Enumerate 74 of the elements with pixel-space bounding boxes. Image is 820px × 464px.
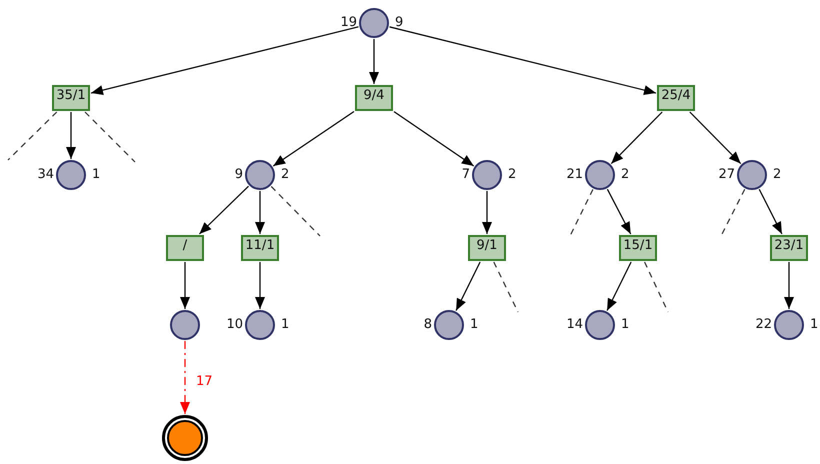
state-circle (434, 310, 464, 340)
fraction-box (355, 85, 393, 111)
side-number: 34 (37, 167, 54, 183)
arrow (255, 191, 265, 234)
arrow (394, 111, 474, 166)
side-number: 2 (773, 167, 782, 183)
arrow (610, 112, 663, 164)
dashed-branch-line (8, 112, 58, 160)
side-number: 14 (566, 317, 583, 333)
fraction-text: 9/1 (476, 237, 498, 255)
state-circle (56, 160, 86, 190)
side-number: 10 (226, 317, 243, 333)
state-circle (359, 8, 389, 38)
fraction-text: 25/4 (660, 87, 692, 105)
dashed-branch-line (493, 262, 519, 312)
dashed-branch-line (720, 189, 746, 236)
side-number: 2 (508, 167, 516, 183)
state-circle (245, 310, 275, 340)
arrow (606, 262, 632, 311)
arrow (90, 26, 359, 96)
state-circle (170, 310, 200, 340)
side-number: 1 (281, 317, 290, 333)
dashed-branch-line (84, 112, 136, 162)
arrow (456, 262, 481, 311)
fraction-box (241, 235, 279, 261)
arrow (66, 112, 76, 159)
arrow (180, 341, 190, 414)
arrow (784, 262, 794, 309)
arrow (255, 262, 265, 309)
fraction-box (619, 235, 657, 261)
state-circle (585, 160, 615, 190)
fraction-text: 15/1 (622, 237, 654, 255)
state-circle (585, 310, 615, 340)
arrow (369, 39, 379, 84)
final-state-circle (162, 415, 208, 461)
side-number: 22 (755, 317, 772, 333)
fraction-text: 11/1 (244, 237, 276, 255)
side-number: 7 (462, 167, 470, 183)
side-number: 2 (621, 167, 630, 183)
fraction-text: / (182, 237, 188, 255)
side-number: 1 (470, 317, 478, 333)
fraction-text: 23/1 (773, 237, 805, 255)
side-number: 27 (718, 167, 735, 183)
side-number: 1 (621, 317, 630, 333)
fraction-box (166, 235, 204, 261)
state-circle (472, 160, 502, 190)
arrow (482, 191, 492, 234)
side-number: 19 (340, 15, 357, 31)
arrow (389, 26, 656, 95)
side-number: 2 (281, 167, 290, 183)
fraction-box (468, 235, 506, 261)
arrow (606, 188, 632, 234)
dashed-branch-line (644, 262, 669, 312)
state-circle (774, 310, 804, 340)
fraction-text: 35/1 (55, 87, 87, 105)
side-number: 1 (810, 317, 818, 333)
fraction-box (52, 85, 90, 111)
arrow (272, 111, 354, 167)
fraction-text: 9/4 (362, 87, 386, 105)
arrow (198, 186, 249, 234)
fraction-box (657, 85, 695, 111)
side-number: 9 (234, 167, 243, 183)
side-number: 1 (92, 167, 100, 183)
dashed-branch-line (569, 189, 594, 236)
state-circle (737, 160, 767, 190)
state-circle (245, 160, 275, 190)
side-number: 21 (566, 167, 583, 183)
dashed-branch-line (270, 186, 320, 236)
side-number: 9 (395, 15, 404, 31)
arrow (180, 262, 190, 309)
arrow (758, 189, 782, 234)
fraction-box (770, 235, 808, 261)
side-number: 8 (424, 317, 432, 333)
arrow (689, 112, 742, 164)
